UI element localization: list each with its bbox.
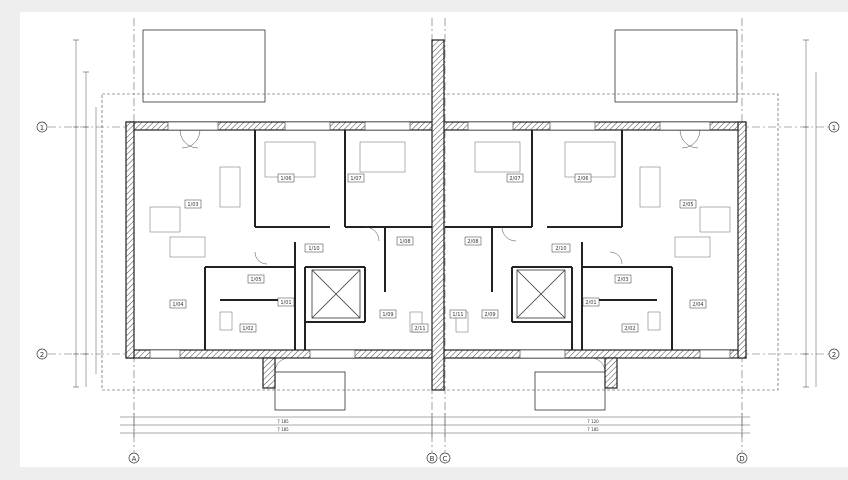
axis-markers: A B C D 1 2 1 2 — [36, 121, 840, 464]
room-label-1-02: 1/02 — [242, 326, 253, 332]
dim-bottom-2: 7 185 — [277, 427, 289, 432]
dim-bottom-4: 7 185 — [587, 427, 599, 432]
room-label-1-05: 1/05 — [250, 277, 261, 283]
room-label-1-10: 1/10 — [308, 246, 319, 252]
axis-label-2-left: 2 — [40, 351, 44, 359]
room-label-1-01: 1/01 — [280, 300, 291, 306]
room-label-2-07: 2/07 — [509, 176, 520, 182]
room-labels: 1/03 1/06 1/07 1/08 1/10 1/05 1/04 1/01 … — [169, 173, 707, 333]
room-label-2-01: 2/01 — [585, 300, 596, 306]
exterior-walls — [125, 39, 747, 391]
terrace-bottom-right — [534, 371, 606, 411]
dimension-chains: 7 185 7 185 7 120 7 185 — [73, 39, 817, 437]
axis-label-D: D — [739, 455, 744, 463]
room-label-2-11: 2/11 — [414, 326, 425, 332]
terrace-bottom-left — [274, 371, 346, 411]
room-label-1-04: 1/04 — [172, 302, 183, 308]
axis-label-B: B — [430, 455, 435, 463]
interior-walls-left — [204, 130, 432, 350]
entry-porches — [262, 357, 618, 389]
room-label-1-08: 1/08 — [399, 239, 410, 245]
stairs — [311, 269, 566, 319]
room-label-2-06: 2/06 — [577, 176, 588, 182]
room-label-2-03: 2/03 — [617, 277, 628, 283]
floor-plan: A B C D 1 2 1 2 7 185 7 1 — [36, 18, 840, 464]
terrace-top-right — [614, 29, 738, 103]
room-label-2-10: 2/10 — [555, 246, 566, 252]
room-label-1-07: 1/07 — [350, 176, 361, 182]
drawing-sheet: A B C D 1 2 1 2 7 185 7 1 — [20, 12, 848, 467]
dim-bottom-3: 7 120 — [587, 419, 599, 424]
axis-label-2-right: 2 — [832, 351, 836, 359]
room-label-2-02: 2/02 — [624, 326, 635, 332]
room-label-2-08: 2/08 — [467, 239, 478, 245]
room-label-2-04: 2/04 — [692, 302, 703, 308]
room-label-2-05: 2/05 — [682, 202, 693, 208]
room-label-1-09: 1/09 — [382, 312, 393, 318]
dim-bottom-1: 7 185 — [277, 419, 289, 424]
room-label-1-03: 1/03 — [187, 202, 198, 208]
axis-label-1-right: 1 — [832, 124, 836, 132]
windows-top — [149, 121, 731, 359]
axis-label-A: A — [132, 455, 137, 463]
axis-label-C: C — [443, 455, 448, 463]
axis-label-1-left: 1 — [40, 124, 44, 132]
room-label-2-09: 2/09 — [484, 312, 495, 318]
terrace-top-left — [142, 29, 266, 103]
room-label-1-06: 1/06 — [280, 176, 291, 182]
room-label-1-11: 1/11 — [452, 312, 463, 318]
